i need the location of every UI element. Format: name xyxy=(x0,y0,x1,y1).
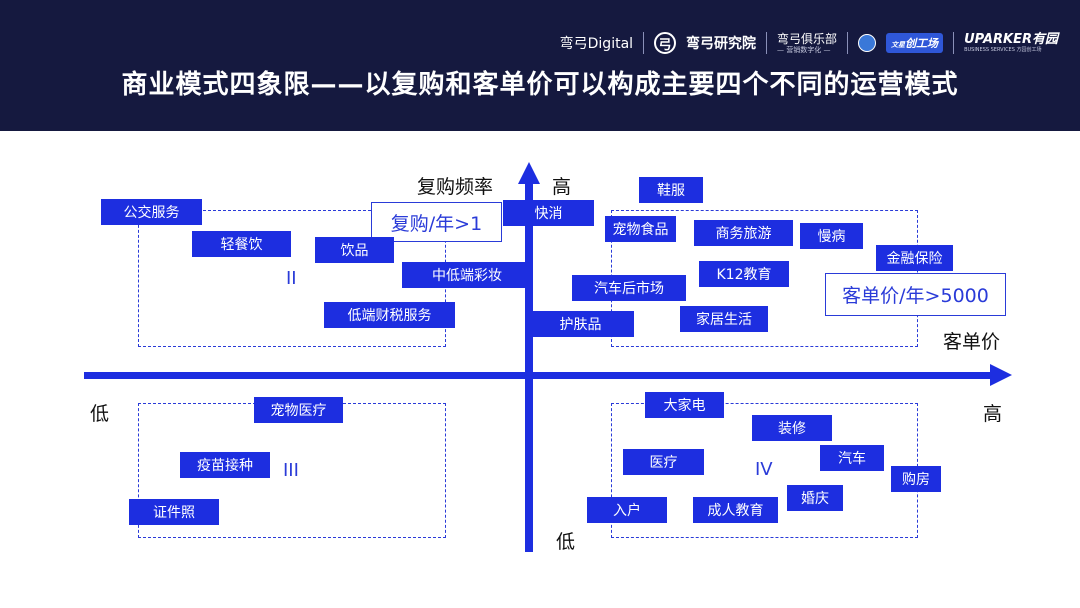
category-tag: 购房 xyxy=(891,466,941,492)
price-threshold-note: 客单价/年>5000 xyxy=(825,273,1006,316)
globe-icon xyxy=(858,34,877,52)
category-tag: 金融保险 xyxy=(876,245,953,271)
logo-divider xyxy=(953,32,955,54)
logo-divider xyxy=(847,32,849,54)
club-logo: 弯弓俱乐部 — 营销数字化 — xyxy=(777,31,838,54)
repurchase-threshold-note: 复购/年>1 xyxy=(371,202,502,242)
category-tag: 家居生活 xyxy=(680,306,768,332)
category-tag: 入户 xyxy=(587,497,667,523)
category-tag: 证件照 xyxy=(129,499,219,525)
category-tag: 饮品 xyxy=(315,237,394,263)
category-tag: 宠物医疗 xyxy=(254,397,343,423)
category-tag: 大家电 xyxy=(645,392,724,418)
quadrant-3-label: III xyxy=(283,460,299,481)
category-tag: 医疗 xyxy=(623,449,704,475)
category-tag: 慢病 xyxy=(800,223,863,249)
y-axis-low-label: 低 xyxy=(556,531,576,553)
header-banner: 弯弓Digital 弓 弯弓研究院 弯弓俱乐部 — 营销数字化 — 文星创工场 … xyxy=(0,0,1080,131)
category-tag: 鞋服 xyxy=(639,177,703,203)
category-tag: 公交服务 xyxy=(101,199,202,225)
category-tag: 婚庆 xyxy=(787,485,843,511)
category-tag: 护肤品 xyxy=(527,311,634,337)
category-tag: 宠物食品 xyxy=(605,216,676,242)
category-tag: 中低端彩妆 xyxy=(402,262,532,288)
category-tag: 汽车后市场 xyxy=(572,275,686,301)
y-axis-high-label: 高 xyxy=(552,176,572,198)
category-tag: 汽车 xyxy=(820,445,884,471)
quadrant-4-label: IV xyxy=(755,459,773,480)
category-tag: 商务旅游 xyxy=(694,220,793,246)
institute-logo-icon: 弓 xyxy=(654,32,677,54)
y-axis-label: 复购频率 xyxy=(417,176,494,198)
logo-divider xyxy=(643,32,645,54)
category-tag: 成人教育 xyxy=(693,497,778,523)
digital-logo: 弯弓Digital xyxy=(559,36,634,52)
x-axis xyxy=(84,372,996,379)
y-axis-arrow-icon xyxy=(518,162,540,184)
category-tag: 装修 xyxy=(752,415,832,441)
institute-logo: 弯弓研究院 xyxy=(686,36,757,52)
x-axis-low-label: 低 xyxy=(90,403,110,425)
y-axis xyxy=(525,182,533,552)
x-axis-arrow-icon xyxy=(990,364,1012,386)
x-axis-high-label: 高 xyxy=(983,403,1003,425)
category-tag: K12教育 xyxy=(699,261,789,287)
x-axis-label: 客单价 xyxy=(943,331,1001,353)
category-tag: 低端财税服务 xyxy=(324,302,455,328)
partner-logos: 弯弓Digital 弓 弯弓研究院 弯弓俱乐部 — 营销数字化 — 文星创工场 … xyxy=(560,28,1058,58)
category-tag: 快消 xyxy=(503,200,594,226)
category-tag: 轻餐饮 xyxy=(192,231,291,257)
page-title: 商业模式四象限——以复购和客单价可以构成主要四个不同的运营模式 xyxy=(121,70,959,100)
logo-divider xyxy=(766,32,768,54)
workshop-logo: 文星创工场 xyxy=(886,33,944,53)
category-tag: 疫苗接种 xyxy=(180,452,270,478)
quadrant-2-label: II xyxy=(286,268,297,289)
uparker-logo: UPARKER有园 BUSINESS SERVICES 方园创工场 xyxy=(964,32,1058,53)
